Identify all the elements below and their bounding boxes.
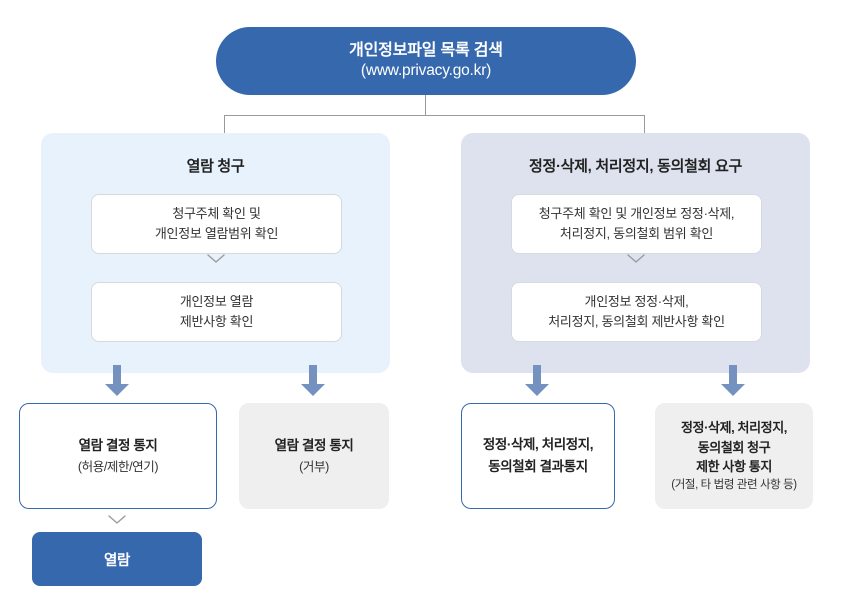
panel-title-right: 정정·삭제, 처리정지, 동의철회 요구: [528, 158, 743, 175]
result-3-line-3: (거절, 타 법령 관련 사항 등): [671, 478, 797, 491]
connector-horizontal-branch: [224, 115, 645, 116]
chevron-down-icon: [206, 254, 225, 264]
result-box-correction-result-notice: 정정·삭제, 처리정지, 동의철회 결과통지: [461, 403, 615, 509]
step-right-2-line2: 처리정지, 동의철회 제반사항 확인: [548, 314, 725, 329]
result-1-line-0: 열람 결정 통지: [274, 438, 354, 454]
result-box-view-refusal-notice: 열람 결정 통지 (거부): [239, 403, 389, 509]
arrow-down-thick-icon-4: [720, 365, 746, 397]
result-2-line-1: 동의철회 결과통지: [488, 459, 588, 474]
step-box-left-1: 청구주체 확인 및 개인정보 열람범위 확인: [91, 194, 342, 254]
step-right-1-line2: 처리정지, 동의철회 범위 확인: [559, 226, 714, 241]
step-box-right-1: 청구주체 확인 및 개인정보 정정·삭제, 처리정지, 동의철회 범위 확인: [511, 194, 762, 254]
chevron-down-icon-final: [108, 512, 126, 524]
panel-correction-request: 정정·삭제, 처리정지, 동의철회 요구 청구주체 확인 및 개인정보 정정·삭…: [461, 133, 810, 373]
header-title: 개인정보파일 목록 검색: [349, 42, 503, 60]
result-3-line-1: 동의철회 청구: [697, 439, 771, 455]
arrow-down-thick-icon-1: [104, 365, 130, 397]
arrow-down-thick-icon-3: [524, 365, 550, 397]
connector-vertical-right: [644, 115, 645, 133]
step-box-left-2: 개인정보 열람 제반사항 확인: [91, 282, 342, 342]
result-2-line-0: 정정·삭제, 처리정지,: [482, 437, 594, 453]
arrow-down-thick-icon-2: [300, 365, 326, 397]
step-left-2-line1: 개인정보 열람: [179, 293, 254, 309]
step-left-1-line1: 청구주체 확인 및: [172, 205, 261, 221]
step-right-2-line1: 개인정보 정정·삭제,: [584, 293, 689, 309]
step-left-2-line2: 제반사항 확인: [179, 314, 254, 329]
result-box-view-decision-notice: 열람 결정 통지 (허용/제한/연기): [19, 403, 217, 509]
final-outcome-box-view[interactable]: 열람: [32, 532, 202, 586]
step-box-right-2: 개인정보 정정·삭제, 처리정지, 동의철회 제반사항 확인: [511, 282, 762, 342]
result-1-line-1: (거부): [299, 459, 329, 474]
panel-view-request: 열람 청구 청구주체 확인 및 개인정보 열람범위 확인 개인정보 열람 제반사…: [41, 133, 390, 373]
final-outcome-label: 열람: [103, 552, 131, 569]
step-left-1-line2: 개인정보 열람범위 확인: [154, 226, 279, 241]
result-3-line-2: 제한 사항 통지: [696, 459, 772, 475]
result-3-line-0: 정정·삭제, 처리정지,: [680, 420, 788, 436]
connector-vertical-main: [425, 95, 426, 115]
chevron-down-icon: [626, 254, 645, 264]
panel-title-left: 열람 청구: [186, 158, 245, 175]
connector-vertical-left: [224, 115, 225, 133]
header-search-button[interactable]: 개인정보파일 목록 검색 (www.privacy.go.kr): [216, 27, 636, 95]
step-right-1-line1: 청구주체 확인 및 개인정보 정정·삭제,: [538, 205, 735, 221]
result-box-correction-restriction-notice: 정정·삭제, 처리정지, 동의철회 청구 제한 사항 통지 (거절, 타 법령 …: [655, 403, 813, 509]
result-0-line-0: 열람 결정 통지: [78, 438, 158, 454]
result-0-line-1: (허용/제한/연기): [77, 459, 159, 474]
header-subtitle-url: (www.privacy.go.kr): [360, 62, 492, 80]
